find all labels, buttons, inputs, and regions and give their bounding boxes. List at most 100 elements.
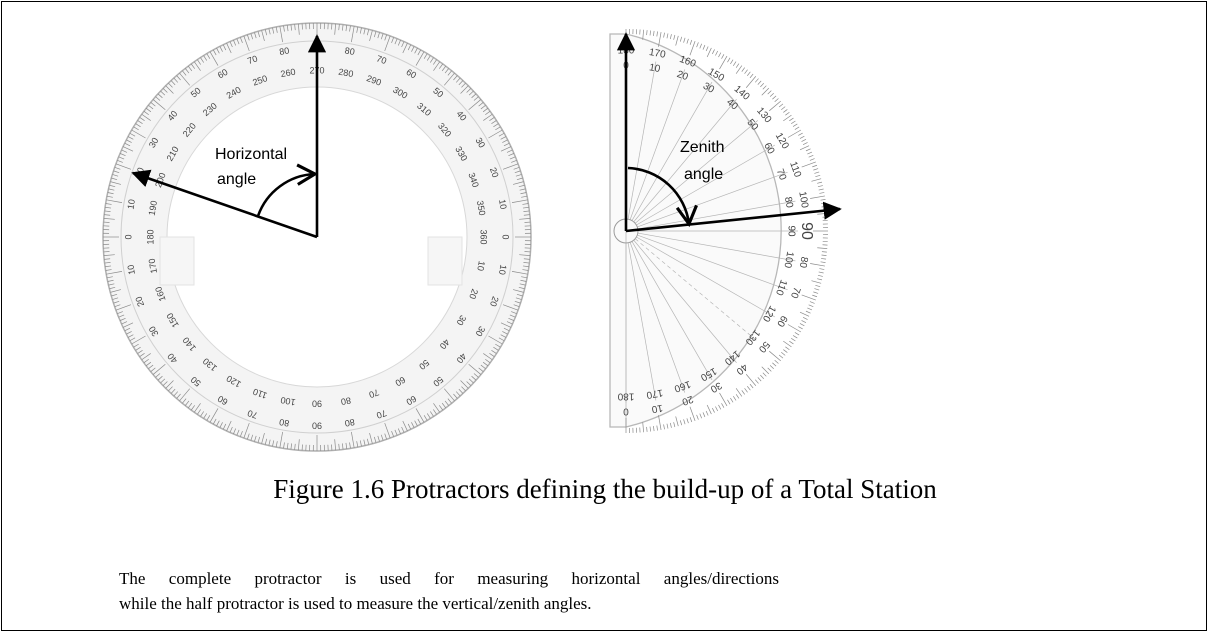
half-protractor-tick [676,416,679,426]
half-protractor-tick [718,405,720,409]
full-outer-number-16: 10 [497,198,509,210]
half-protractor-tick [700,44,702,49]
half-protractor-tick [770,93,774,96]
half-protractor-tick [707,48,711,57]
full-outer-number-27: 80 [278,417,290,429]
half-protractor-tick [810,302,815,304]
half-protractor-tick [722,54,724,58]
half-protractor-tick [750,384,753,388]
half-protractor-tick [647,427,648,432]
half-protractor-tick [809,305,814,307]
half-protractor-tick [758,81,761,85]
half-protractor-tick [798,133,802,135]
half-protractor-tick [657,426,658,431]
half-protractor-tick [720,393,728,406]
half-protractor-tick [712,408,714,412]
half-protractor-tick [742,68,745,72]
half-protractor-tick [788,130,801,138]
half-protractor-tick [821,258,826,259]
half-protractor-tick [690,417,692,422]
half-outer-number-10: 80 [797,256,810,269]
half-protractor-tick [755,79,758,83]
half-protractor-tick [703,45,705,50]
description-line-2: while the half protractor is used to mea… [119,591,779,616]
half-protractor-tick [822,252,827,253]
half-protractor-tick [674,422,675,427]
half-protractor-tick [643,30,644,40]
half-protractor-tick [819,272,824,273]
half-protractor-tick [687,418,689,423]
half-outer-number-9: 90 [798,222,815,240]
half-protractor-tick [813,169,818,171]
half-protractor-tick [763,86,766,90]
half-protractor-tick [758,377,761,381]
half-protractor-tick [730,398,733,402]
half-protractor-tick [727,58,730,62]
half-protractor-tick [814,289,819,290]
half-protractor-tick [746,374,756,385]
half-inner-number-7: 70 [774,168,788,183]
half-protractor-tick [815,175,820,176]
half-protractor-tick [806,311,811,313]
half-protractor-tick [657,31,658,36]
half-protractor-tick [803,142,807,144]
half-protractor-tick [706,46,708,51]
half-protractor-tick [769,101,780,111]
half-protractor-tick [730,60,733,64]
half-protractor-tick [697,415,699,420]
half-protractor-tick [810,263,825,266]
full-outer-number-18: 10 [497,264,509,276]
half-protractor-tick [712,49,714,53]
half-protractor-tick [742,390,745,394]
full-inner-number-18: 10 [475,260,487,272]
half-protractor-tick [783,109,787,112]
half-protractor-tick [772,96,776,99]
description-line-1: The complete protractor is used for meas… [119,566,779,591]
half-protractor-tick [647,30,648,35]
full-inner-number-35: 180 [145,229,155,244]
half-protractor-tick [775,360,779,363]
horizontal-angle-label-line1: Horizontal [215,146,287,163]
half-protractor-tick [821,262,826,263]
half-protractor-tick [815,285,820,286]
zenith-angle-label-line2: angle [684,166,723,183]
half-inner-number-9: 90 [785,225,796,237]
half-protractor-tick [802,139,806,141]
half-inner-number-18: 180 [617,390,634,401]
half-protractor-tick [819,192,824,193]
half-protractor-tick [810,196,825,199]
half-protractor-tick [718,53,720,57]
half-inner-number-8: 80 [782,196,795,209]
half-protractor-tick [670,423,671,428]
half-protractor-tick [818,186,823,187]
full-outer-number-9: 80 [344,45,356,57]
full-outer-number-25: 80 [344,417,356,429]
half-protractor-tick [690,40,692,45]
half-protractor-tick [697,42,699,47]
half-protractor-tick [680,420,681,425]
half-protractor-tick [768,91,772,94]
half-protractor-tick [746,76,756,87]
half-protractor-tick [706,411,708,416]
half-inner-number-10: 100 [781,250,795,269]
half-protractor-tick [775,98,779,101]
half-protractor-tick [811,281,821,284]
half-protractor-tick [700,414,702,419]
half-protractor-tick [812,295,817,297]
half-protractor-tick [768,368,772,371]
half-protractor-tick [793,124,797,127]
half-protractor-tick [650,31,651,36]
half-protractor-tick [750,74,753,78]
half-protractor-tick [779,355,783,358]
half-protractor-tick [707,405,711,414]
half-protractor-tick [667,424,668,429]
half-protractor-tick [703,412,705,417]
half-protractor-tick [785,112,789,115]
half-protractor-tick [810,159,815,161]
full-outer-number-26: 90 [312,421,322,431]
half-protractor-tick [653,426,654,431]
half-protractor-tick [664,424,665,429]
figure-caption: Figure 1.6 Protractors defining the buil… [0,474,1210,505]
half-protractor-tick [822,255,827,256]
half-protractor-tick [658,415,661,430]
